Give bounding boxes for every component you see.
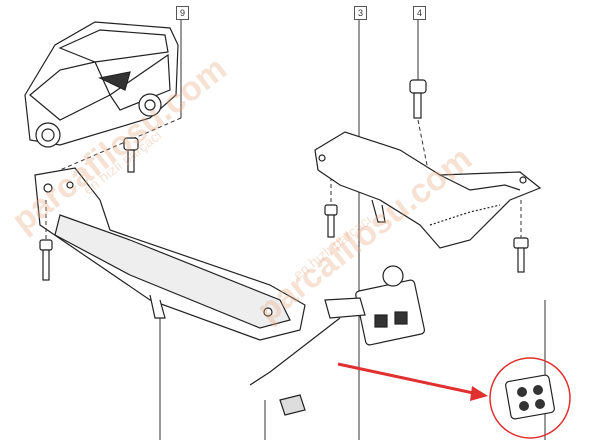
step-bracket [34,167,306,341]
callout-4: 4 [413,6,426,20]
bolt-icon [39,239,53,281]
latch-mechanism [249,265,426,416]
vehicle-illustration [24,21,179,148]
bolt-icon [123,137,139,173]
arrow-icon [337,362,488,401]
highlighted-part [489,357,571,439]
bolt-icon [324,204,338,238]
callout-3: 3 [354,6,367,20]
bolt-icon [513,237,529,273]
highlight-circle [489,357,571,439]
callout-9: 9 [176,6,189,20]
bolts [39,79,529,281]
support-bracket [314,131,542,249]
bolt-icon [409,79,427,119]
